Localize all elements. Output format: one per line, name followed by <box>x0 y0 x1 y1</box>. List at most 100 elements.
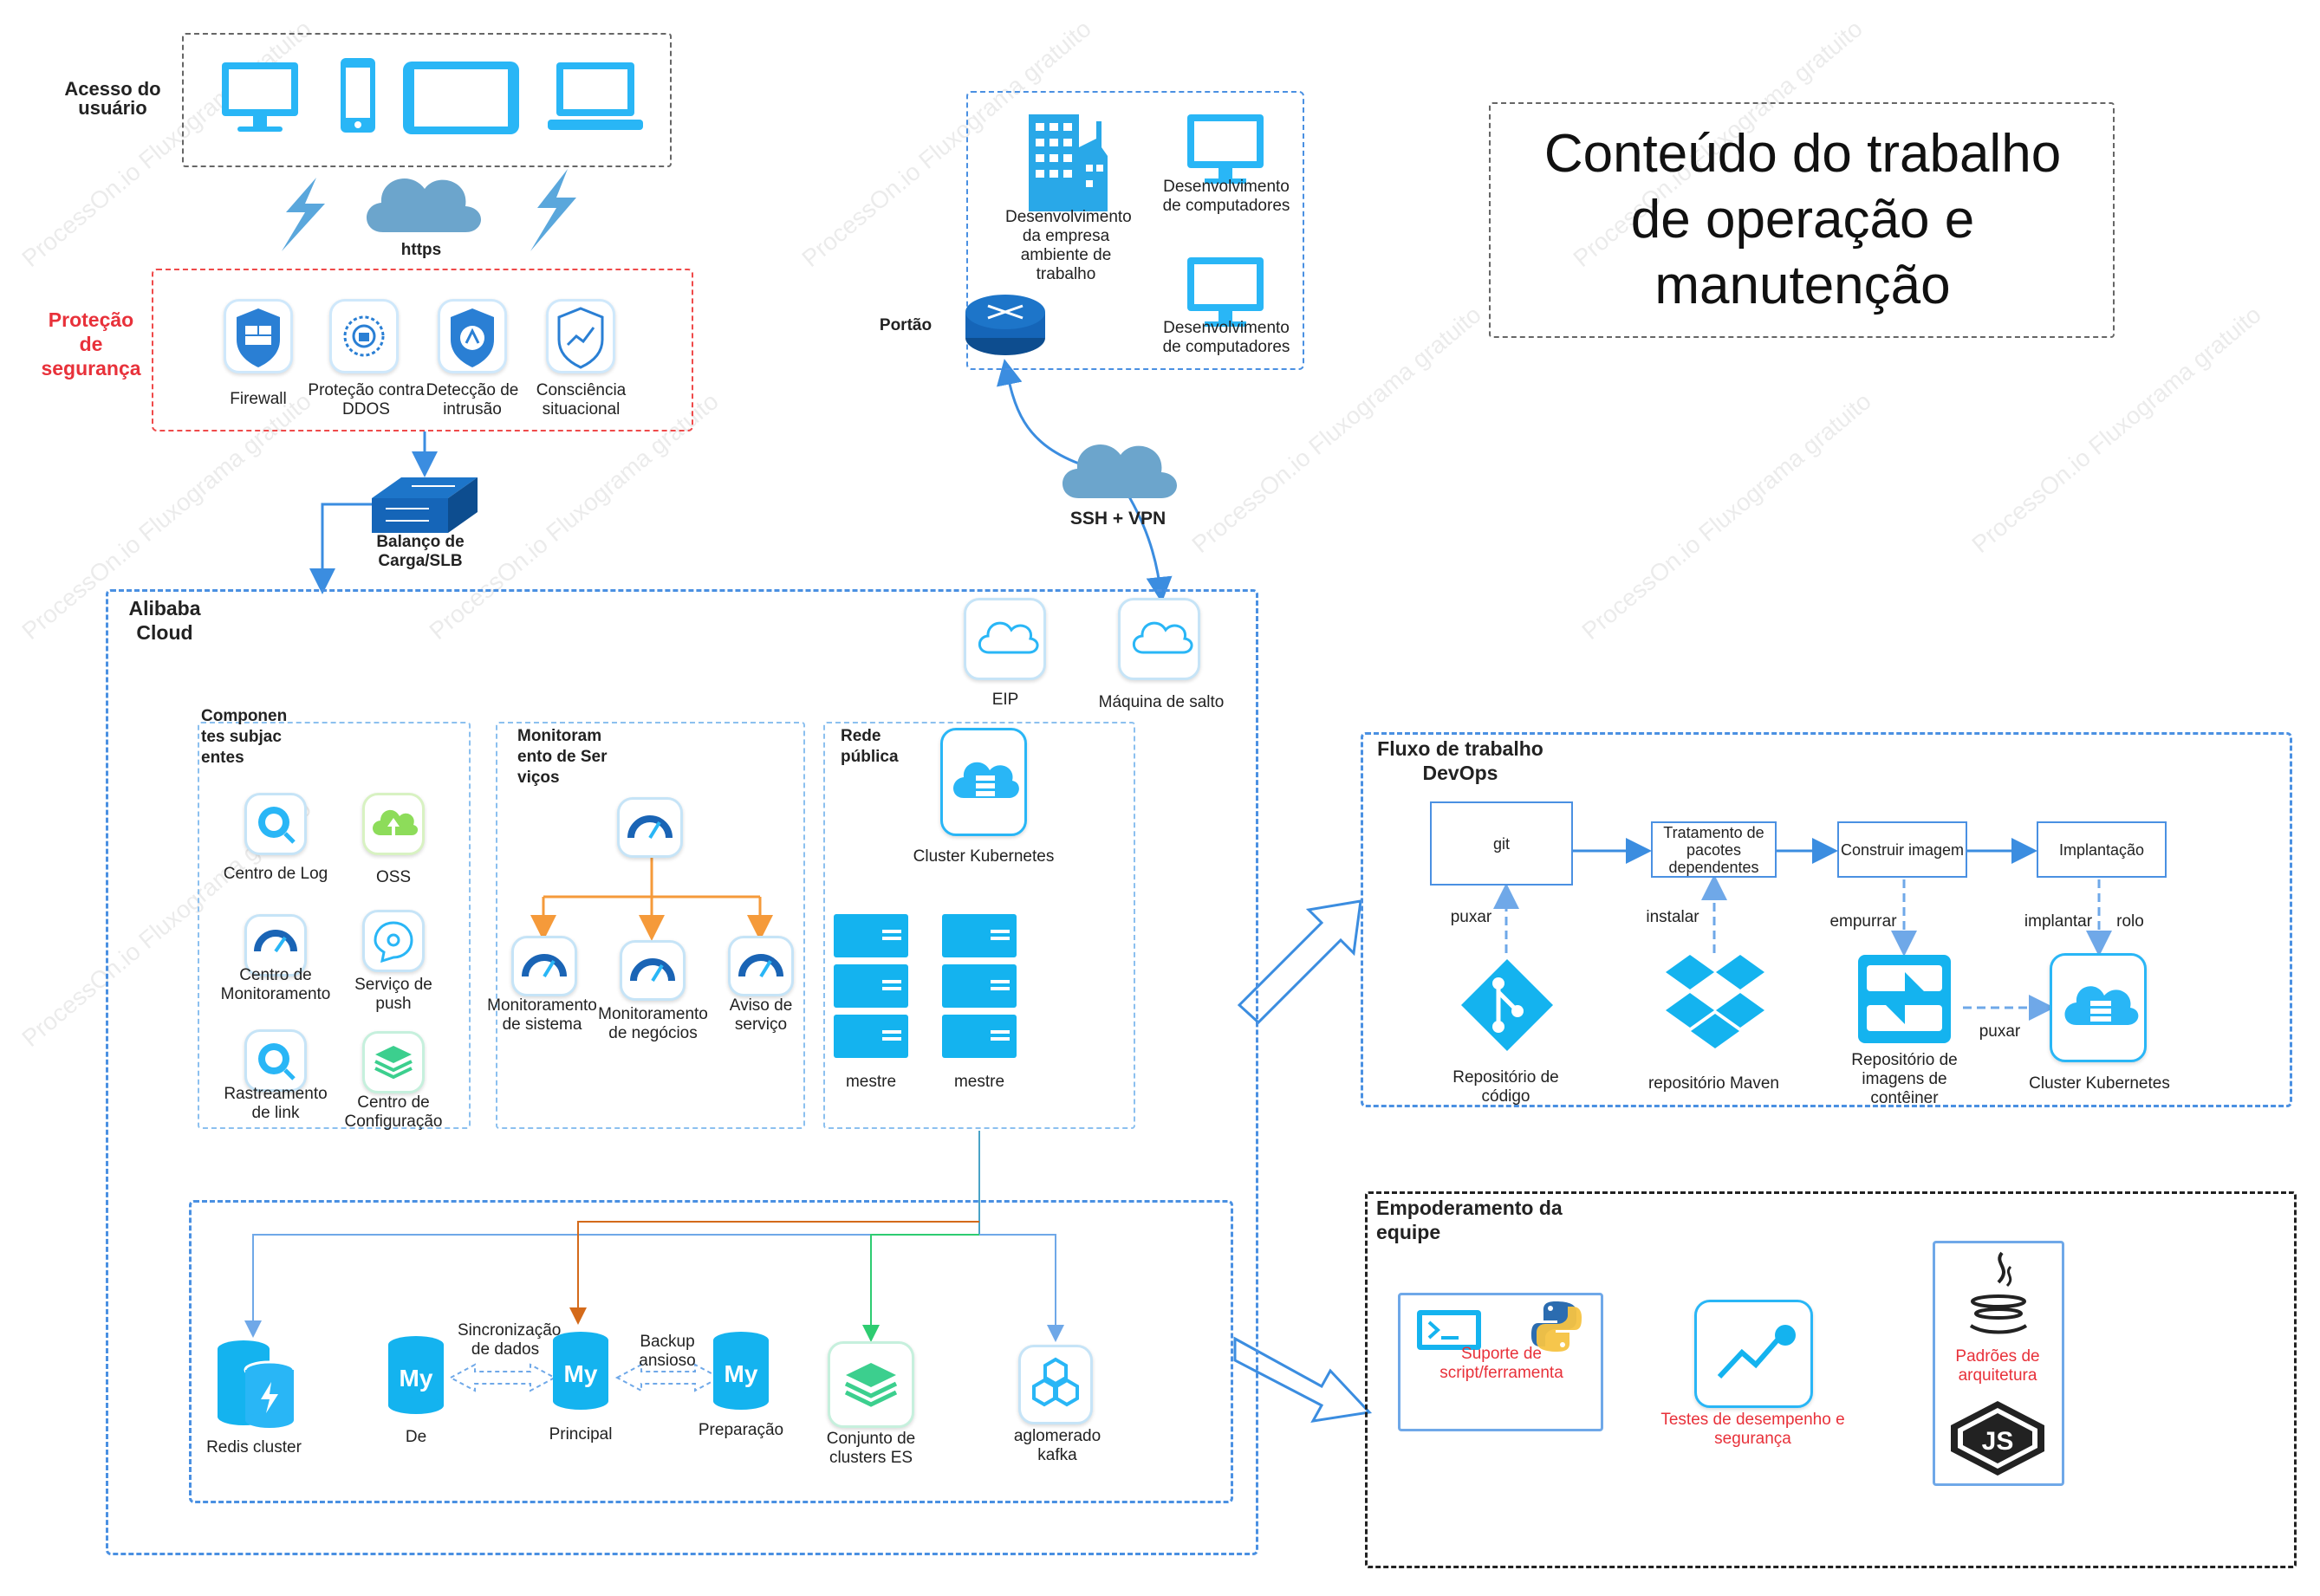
code-repo-label: Repositório de código <box>1452 1068 1559 1106</box>
user-access-label: Acesso do usuário <box>64 78 161 119</box>
security-label: Proteção de segurança <box>41 308 141 380</box>
es-cluster-icon[interactable] <box>828 1341 914 1428</box>
script-tool-label: Suporte de script/ferramenta <box>1439 1345 1563 1382</box>
page-title: Conteúdo do trabalho de operação e manut… <box>1543 124 2062 315</box>
alibaba-cloud-label: Alibaba Cloud <box>128 597 201 644</box>
svg-text:My: My <box>564 1360 598 1387</box>
link-tracing-icon[interactable] <box>244 1029 307 1092</box>
master-db-label: Principal <box>549 1425 613 1444</box>
jump-server-icon[interactable] <box>1118 598 1200 680</box>
cloud-icon <box>1062 444 1178 498</box>
deploy-step[interactable]: Implantação <box>2037 821 2167 878</box>
monitoring-center-label: Centro de Monitoramento <box>220 966 331 1003</box>
build-image-step[interactable]: Construir imagem <box>1837 821 1967 878</box>
kubernetes-cluster-icon[interactable] <box>940 728 1027 836</box>
system-monitoring-icon[interactable] <box>511 936 577 996</box>
oss-icon[interactable] <box>362 793 425 855</box>
public-network-label: Rede pública <box>841 727 899 766</box>
kubernetes-cluster-icon[interactable] <box>2050 953 2147 1062</box>
monitoring-center-icon[interactable] <box>244 914 307 976</box>
switch-icon <box>372 477 478 533</box>
performance-test-icon[interactable] <box>1694 1300 1813 1408</box>
config-center-icon[interactable] <box>362 1031 425 1093</box>
pull-label: puxar <box>1450 908 1492 926</box>
dev-computer-label-2: Desenvolvimento de computadores <box>1162 319 1290 356</box>
sync-label: Sincronização de dados <box>458 1321 562 1359</box>
kubernetes-cluster-label: Cluster Kubernetes <box>913 847 1055 866</box>
gateway-label: Portão <box>879 316 933 334</box>
service-monitoring-label: Monitoramento de Serviços <box>517 727 608 787</box>
git-step[interactable]: git <box>1430 801 1573 886</box>
tablet-icon <box>403 62 519 134</box>
config-center-label: Centro de Configuração <box>344 1093 443 1131</box>
ddos-icon[interactable] <box>329 299 399 373</box>
building-icon <box>1029 114 1108 211</box>
cloud-icon <box>366 178 482 232</box>
enterprise-label: Desenvolvimento da empresa ambiente de t… <box>1005 208 1132 283</box>
team-box <box>1365 1191 2297 1568</box>
server-icon <box>834 914 908 1058</box>
base-components-box <box>198 722 471 1129</box>
kafka-label: aglomerado kafka <box>1013 1427 1102 1464</box>
kafka-icon[interactable] <box>1018 1345 1093 1424</box>
image-repo-label: Repositório de imagens de contêiner <box>1851 1051 1958 1107</box>
devops-label: Fluxo de trabalho DevOps <box>1377 737 1543 784</box>
intrusion-icon[interactable] <box>438 299 507 373</box>
log-center-label: Centro de Log <box>223 865 328 883</box>
redis-icon <box>218 1340 296 1428</box>
mysql-icon: My <box>553 1332 608 1410</box>
ddos-label: Proteção contra DDOS <box>308 381 425 418</box>
deploy-label: implantar <box>2024 912 2093 931</box>
link-tracing-label: Rastreamento de link <box>224 1085 328 1122</box>
phone-icon <box>341 58 375 133</box>
java-icon <box>1969 1251 2028 1334</box>
dependency-step[interactable]: Tratamento de pacotes dependentes <box>1651 821 1777 878</box>
terminal-icon <box>1417 1310 1481 1350</box>
maven-repo-label: repositório Maven <box>1647 1074 1780 1093</box>
service-alert-icon[interactable] <box>728 936 794 996</box>
public-network-box <box>823 722 1135 1129</box>
backup-label: Backup ansioso <box>639 1333 696 1370</box>
devops-box <box>1361 732 2292 1107</box>
architecture-card[interactable] <box>1933 1241 2064 1486</box>
dev-computer-label-1: Desenvolvimento de computadores <box>1162 178 1290 215</box>
firewall-icon[interactable] <box>224 299 293 373</box>
svg-text:My: My <box>725 1360 758 1387</box>
architecture-label: Padrões de arquitetura <box>1955 1347 2040 1385</box>
script-tool-card[interactable] <box>1398 1293 1603 1431</box>
eip-icon[interactable] <box>964 598 1046 680</box>
security-box <box>152 269 693 431</box>
data-layer-box <box>189 1200 1233 1503</box>
business-monitoring-label: Monitoramento de negócios <box>598 1005 708 1042</box>
log-center-icon[interactable] <box>244 793 307 855</box>
install-label: instalar <box>1646 908 1699 926</box>
push-service-label: Serviço de push <box>354 976 432 1013</box>
base-components-label: Componentes subjacentes <box>201 707 288 767</box>
team-label: Empoderamento da equipe <box>1376 1197 1563 1243</box>
pull-to-cluster-label: puxar <box>1979 1022 2021 1041</box>
alibaba-cloud-box <box>106 589 1258 1555</box>
jump-server-label: Máquina de salto <box>1098 693 1225 711</box>
python-icon <box>1531 1301 1582 1352</box>
performance-test-label: Testes de desempenho e segurança <box>1660 1411 1845 1448</box>
https-label: https <box>400 241 442 259</box>
lightning-icon <box>282 178 325 251</box>
lightning-icon <box>530 169 576 251</box>
ssh-vpn-label: SSH + VPN <box>1069 509 1166 529</box>
master-label-1: mestre <box>845 1073 897 1091</box>
devops-cluster-label: Cluster Kubernetes <box>2029 1074 2170 1093</box>
push-service-icon[interactable] <box>362 910 425 972</box>
server-icon <box>942 914 1017 1058</box>
user-access-box <box>182 33 672 167</box>
svg-text:JS: JS <box>1982 1427 2014 1456</box>
service-monitoring-box <box>496 722 805 1129</box>
redis-label: Redis cluster <box>206 1438 302 1457</box>
prep-db-label: Preparação <box>698 1421 784 1439</box>
system-monitoring-label: Monitoramento de sistema <box>487 996 597 1034</box>
router-icon <box>965 295 1045 355</box>
situational-awareness-icon[interactable] <box>546 299 615 373</box>
slave-db-label: De <box>405 1428 427 1446</box>
service-monitoring-icon[interactable] <box>617 797 683 858</box>
business-monitoring-icon[interactable] <box>620 940 686 1001</box>
